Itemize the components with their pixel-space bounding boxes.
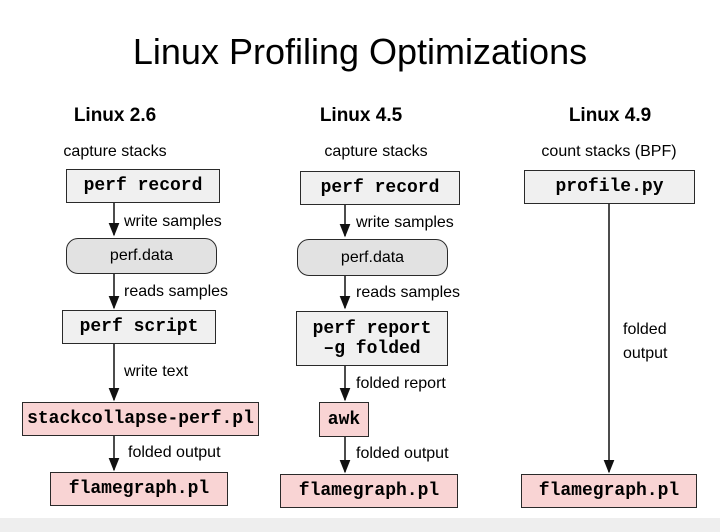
diagram-title: Linux Profiling Optimizations — [132, 31, 588, 72]
edge-label-folded-report: folded report — [356, 375, 446, 392]
edge-label-folded-output-1: folded output — [128, 444, 221, 461]
caption-capture-stacks-2: capture stacks — [324, 143, 428, 160]
edge-label-write-samples-1: write samples — [124, 213, 222, 230]
edge-label-write-text: write text — [124, 363, 189, 380]
node-flamegraph-2: flamegraph.pl — [280, 474, 458, 508]
node-flamegraph-1: flamegraph.pl — [50, 472, 228, 506]
node-stackcollapse-perf: stackcollapse-perf.pl — [22, 402, 259, 436]
node-perf-script: perf script — [62, 310, 216, 344]
edge-label-output: output — [623, 345, 668, 362]
node-perf-report-folded: perf report –g folded — [296, 311, 448, 366]
caption-capture-stacks-1: capture stacks — [63, 143, 167, 160]
node-awk: awk — [319, 402, 369, 437]
edge-label-folded-output-2: folded output — [356, 445, 449, 462]
bottom-strip — [0, 518, 720, 532]
node-profile-py: profile.py — [524, 170, 695, 204]
node-perf-report-line2: –g folded — [323, 338, 421, 359]
column-header-linux-2-6: Linux 2.6 — [73, 105, 157, 126]
column-header-linux-4-9: Linux 4.9 — [568, 105, 652, 126]
node-perf-record-1: perf record — [66, 169, 220, 203]
node-perf-data-1: perf.data — [66, 238, 217, 274]
node-flamegraph-3: flamegraph.pl — [521, 474, 697, 508]
edge-label-reads-samples-2: reads samples — [356, 284, 461, 301]
edge-label-reads-samples-1: reads samples — [124, 283, 229, 300]
node-perf-record-2: perf record — [300, 171, 460, 205]
edge-label-write-samples-2: write samples — [356, 214, 454, 231]
column-header-linux-4-5: Linux 4.5 — [319, 105, 403, 126]
node-perf-report-line1: perf report — [312, 318, 432, 339]
caption-count-stacks-bpf: count stacks (BPF) — [541, 143, 677, 160]
node-perf-data-2: perf.data — [297, 239, 448, 276]
edge-label-folded: folded — [623, 321, 667, 338]
